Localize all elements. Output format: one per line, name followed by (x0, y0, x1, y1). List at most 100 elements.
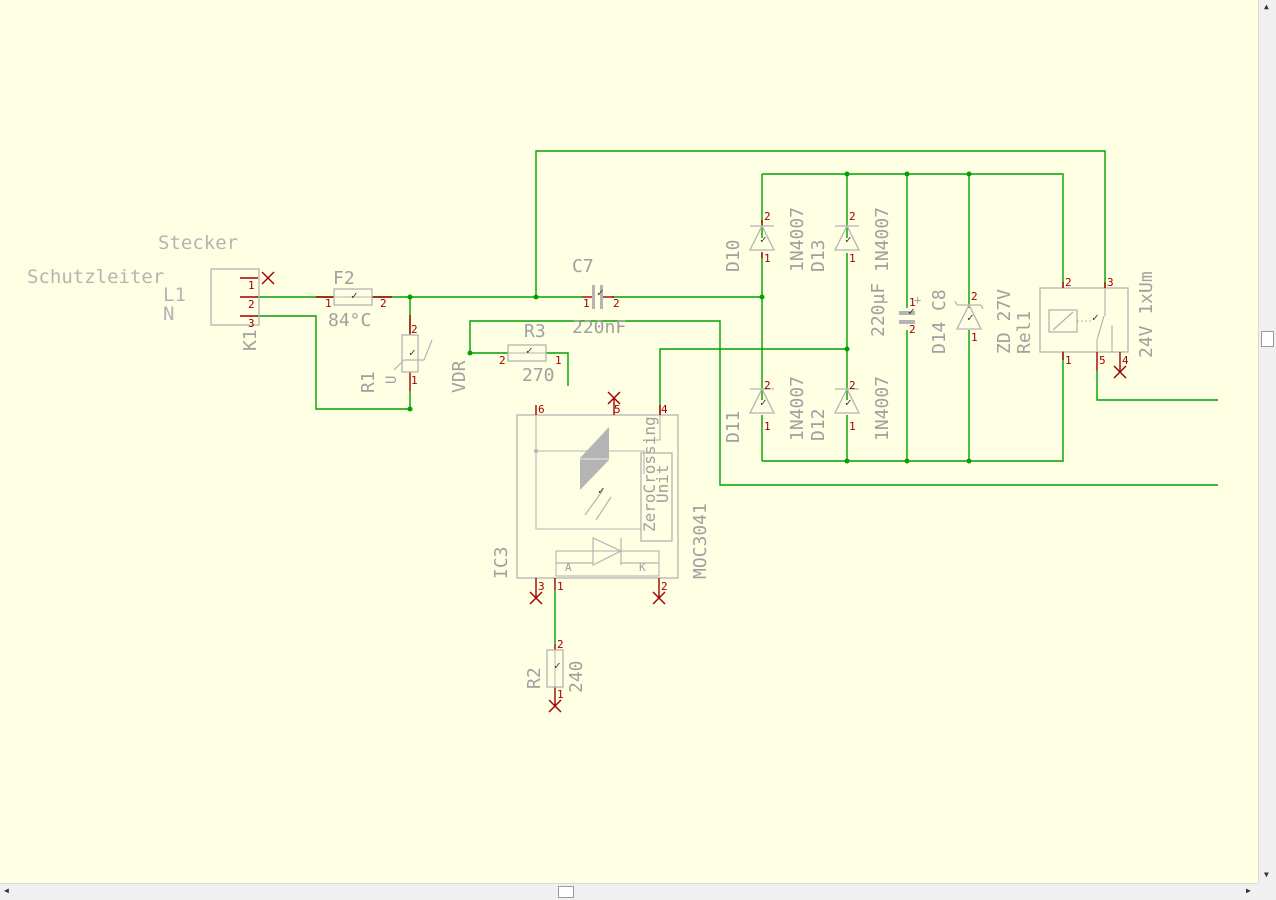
junction-dot (844, 171, 850, 177)
k1-name: K1 (240, 329, 261, 351)
r2-pin-2: 2 (557, 638, 564, 651)
k1-pin-1: 1 (248, 279, 255, 292)
ic3-cathode: K (639, 561, 646, 574)
f2-check-icon: ✓ (351, 289, 358, 302)
scroll-left-icon[interactable]: ◀ (4, 886, 9, 895)
ic3-pin-4: 4 (661, 403, 668, 416)
part-d14: ✓ 2 1 D14 ZD 27V (929, 289, 1015, 354)
c8-plus: + (914, 293, 921, 307)
d10-value: 1N4007 (787, 207, 808, 272)
d14-pin-1: 1 (971, 331, 978, 344)
d10-pin-1: 1 (764, 252, 771, 265)
junction-dot (467, 350, 473, 356)
d12-check-icon: ✓ (845, 396, 852, 409)
net-rel-pin5 (1096, 371, 1218, 401)
r2-value: 240 (566, 660, 587, 693)
nets (257, 150, 1218, 644)
d12-pin-2: 2 (849, 379, 856, 392)
part-r2: ✓ 2 1 R2 240 (524, 638, 587, 713)
rel1-value: 24V 1xUm (1136, 271, 1157, 358)
scroll-right-icon[interactable]: ▶ (1246, 886, 1251, 895)
ic3-pin-3: 3 (538, 580, 545, 593)
junction-dot (844, 458, 850, 464)
d14-value: ZD 27V (994, 289, 1015, 354)
k1-pin-2: 2 (248, 298, 255, 311)
notes: Stecker Schutzleiter L1 N (27, 232, 238, 325)
d13-name: D13 (808, 239, 829, 272)
c7-value: 220nF (572, 317, 626, 338)
junction-dot (904, 458, 910, 464)
r2-pin-1: 1 (557, 688, 564, 701)
junction-dot (966, 458, 972, 464)
junction-dot (904, 171, 910, 177)
part-d13: ✓ 2 1 D13 1N4007 (808, 207, 893, 272)
ic3-inner-label-1: ZeroCrossing (640, 416, 659, 532)
c8-pin-2: 2 (909, 323, 916, 336)
horizontal-scrollbar[interactable]: ◀ ▶ (0, 883, 1258, 900)
d11-check-icon: ✓ (760, 396, 767, 409)
part-d10: ✓ 2 1 D10 1N4007 (723, 207, 808, 272)
rel1-check-icon: ✓ (1092, 311, 1099, 324)
c7-pin-2: 2 (613, 297, 620, 310)
ic3-anode: A (565, 561, 572, 574)
note-schutzleiter: Schutzleiter (27, 266, 164, 288)
ic3-name: IC3 (491, 546, 512, 579)
c8-name: C8 (929, 289, 950, 311)
junction-dot (844, 346, 850, 352)
scroll-down-icon[interactable]: ▼ (1264, 870, 1269, 879)
r3-pin-1: 1 (555, 354, 562, 367)
rel1-pin-5: 5 (1099, 354, 1106, 367)
r3-name: R3 (524, 321, 546, 342)
part-c8: ✓ + 1 2 220µF C8 (868, 283, 950, 337)
rel1-pin-2: 2 (1065, 276, 1072, 289)
d12-name: D12 (808, 408, 829, 441)
ic3-pin-5: 5 (614, 403, 621, 416)
scroll-up-icon[interactable]: ▲ (1264, 2, 1269, 11)
f2-name: F2 (333, 268, 355, 289)
c7-name: C7 (572, 256, 594, 277)
r3-value: 270 (522, 365, 555, 386)
d11-value: 1N4007 (787, 376, 808, 441)
d11-pin-2: 2 (764, 379, 771, 392)
c8-check-icon: ✓ (908, 305, 915, 318)
junction-dot (533, 294, 539, 300)
vertical-scroll-thumb[interactable] (1261, 331, 1274, 347)
c8-pin-1: 1 (909, 296, 916, 309)
net-r3-right (546, 352, 569, 386)
schematic-drawing: Stecker Schutzleiter L1 N 1 2 3 K1 ✓ 1 2… (27, 150, 1218, 713)
d14-name: D14 (929, 321, 950, 354)
part-r3: ✓ 2 1 R3 270 (499, 321, 562, 386)
r1-value: VDR (449, 360, 470, 393)
r2-check-icon: ✓ (554, 659, 561, 672)
part-f2: ✓ 1 2 F2 84°C (316, 268, 392, 331)
c7-check-icon: ✓ (597, 286, 604, 299)
vertical-scrollbar[interactable]: ▲ ▼ (1258, 0, 1276, 883)
k1-pin-3: 3 (248, 317, 255, 330)
r3-pin-2: 2 (499, 354, 506, 367)
part-r1: ✓ 2 1 U R1 VDR (358, 315, 470, 393)
net-plus-rail (761, 173, 1064, 308)
part-c7: ✓ 1 2 C7 220nF (572, 256, 626, 338)
d13-value: 1N4007 (872, 207, 893, 272)
net-r3-loop (469, 320, 1218, 486)
r1-name: R1 (358, 371, 379, 393)
note-stecker: Stecker (158, 232, 238, 254)
d12-pin-1: 1 (849, 420, 856, 433)
schematic-canvas[interactable]: Stecker Schutzleiter L1 N 1 2 3 K1 ✓ 1 2… (0, 0, 1258, 883)
ic3-check-icon: ✓ (598, 484, 605, 497)
junction-dot (966, 171, 972, 177)
rel1-pin-1: 1 (1065, 354, 1072, 367)
net-c7-top-loop (535, 150, 1106, 297)
d11-name: D11 (723, 410, 744, 443)
rel1-name: Rel1 (1014, 311, 1035, 354)
r2-name: R2 (524, 667, 545, 689)
d13-pin-1: 1 (849, 252, 856, 265)
ic3-pin-1: 1 (557, 580, 564, 593)
horizontal-scroll-thumb[interactable] (558, 886, 574, 898)
d10-name: D10 (723, 239, 744, 272)
junction-dot (407, 406, 413, 412)
c7-pin-1: 1 (583, 297, 590, 310)
junction-dot (759, 294, 765, 300)
scrollbar-corner (1258, 883, 1276, 900)
note-l1: L1 (163, 284, 186, 306)
